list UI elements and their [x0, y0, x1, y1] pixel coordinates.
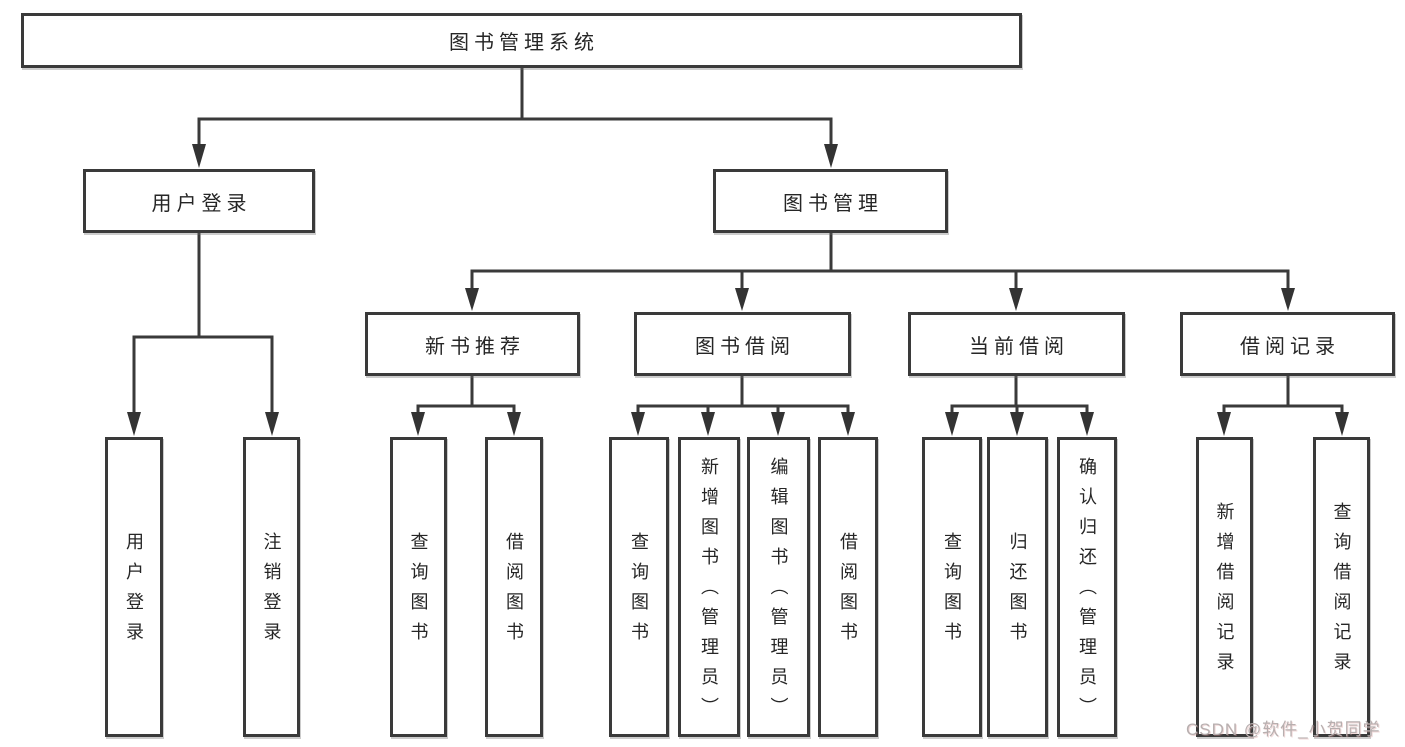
leaf-borrow-books-recommend: 借阅图书	[485, 437, 543, 737]
node-book-management: 图书管理	[713, 169, 948, 233]
node-new-book-recommend-label: 新书推荐	[425, 335, 525, 358]
leaf-query-borrow-record: 查询借阅记录	[1313, 437, 1370, 737]
connector-new-book-children	[411, 374, 521, 436]
connector-borrow-record-children	[1217, 374, 1349, 436]
connector-current-borrow-children	[945, 374, 1094, 436]
leaf-confirm-return-admin-label: 确认归还（管理员）	[1077, 457, 1097, 727]
connector-book-borrow-children	[631, 374, 855, 436]
node-root-system: 图书管理系统	[21, 13, 1022, 68]
connector-book-management-children	[465, 231, 1295, 311]
node-borrow-records-label: 借阅记录	[1240, 335, 1340, 358]
leaf-return-books: 归还图书	[987, 437, 1048, 737]
connector-root-to-level2	[192, 64, 838, 168]
node-borrow-records: 借阅记录	[1180, 312, 1395, 376]
node-current-borrow: 当前借阅	[908, 312, 1125, 376]
leaf-edit-books-admin: 编辑图书（管理员）	[747, 437, 810, 737]
node-book-borrow-label: 图书借阅	[695, 335, 795, 358]
node-new-book-recommend: 新书推荐	[365, 312, 580, 376]
leaf-query-books-recommend-label: 查询图书	[408, 532, 429, 652]
node-root-system-label: 图书管理系统	[449, 32, 599, 54]
leaf-add-books-admin-label: 新增图书（管理员）	[699, 457, 719, 727]
leaf-add-borrow-record-label: 新增借阅记录	[1214, 502, 1235, 682]
connector-user-login-children	[127, 231, 279, 436]
leaf-edit-books-admin-label: 编辑图书（管理员）	[768, 457, 789, 727]
node-user-login-label: 用户登录	[151, 192, 252, 215]
leaf-borrow-books: 借阅图书	[818, 437, 878, 737]
leaf-query-books-current: 查询图书	[922, 437, 982, 737]
leaf-query-borrow-record-label: 查询借阅记录	[1331, 502, 1352, 682]
leaf-user-login: 用户登录	[105, 437, 163, 737]
leaf-query-books-borrow: 查询图书	[609, 437, 669, 737]
leaf-borrow-books-label: 借阅图书	[838, 532, 858, 652]
leaf-user-login-label: 用户登录	[124, 532, 144, 652]
node-book-management-label: 图书管理	[783, 192, 883, 215]
leaf-borrow-books-recommend-label: 借阅图书	[504, 532, 524, 652]
leaf-query-books-borrow-label: 查询图书	[629, 532, 649, 652]
leaf-query-books-recommend: 查询图书	[390, 437, 447, 737]
leaf-confirm-return-admin: 确认归还（管理员）	[1057, 437, 1117, 737]
node-user-login: 用户登录	[83, 169, 315, 233]
leaf-query-books-current-label: 查询图书	[942, 532, 962, 652]
leaf-return-books-label: 归还图书	[1007, 532, 1028, 652]
node-book-borrow: 图书借阅	[634, 312, 851, 376]
leaf-add-books-admin: 新增图书（管理员）	[678, 437, 740, 737]
leaf-add-borrow-record: 新增借阅记录	[1196, 437, 1253, 737]
leaf-logout-label: 注销登录	[261, 532, 282, 652]
watermark: CSDN @软件_小贺同学	[1186, 720, 1381, 739]
leaf-logout: 注销登录	[243, 437, 300, 737]
node-current-borrow-label: 当前借阅	[969, 335, 1069, 358]
